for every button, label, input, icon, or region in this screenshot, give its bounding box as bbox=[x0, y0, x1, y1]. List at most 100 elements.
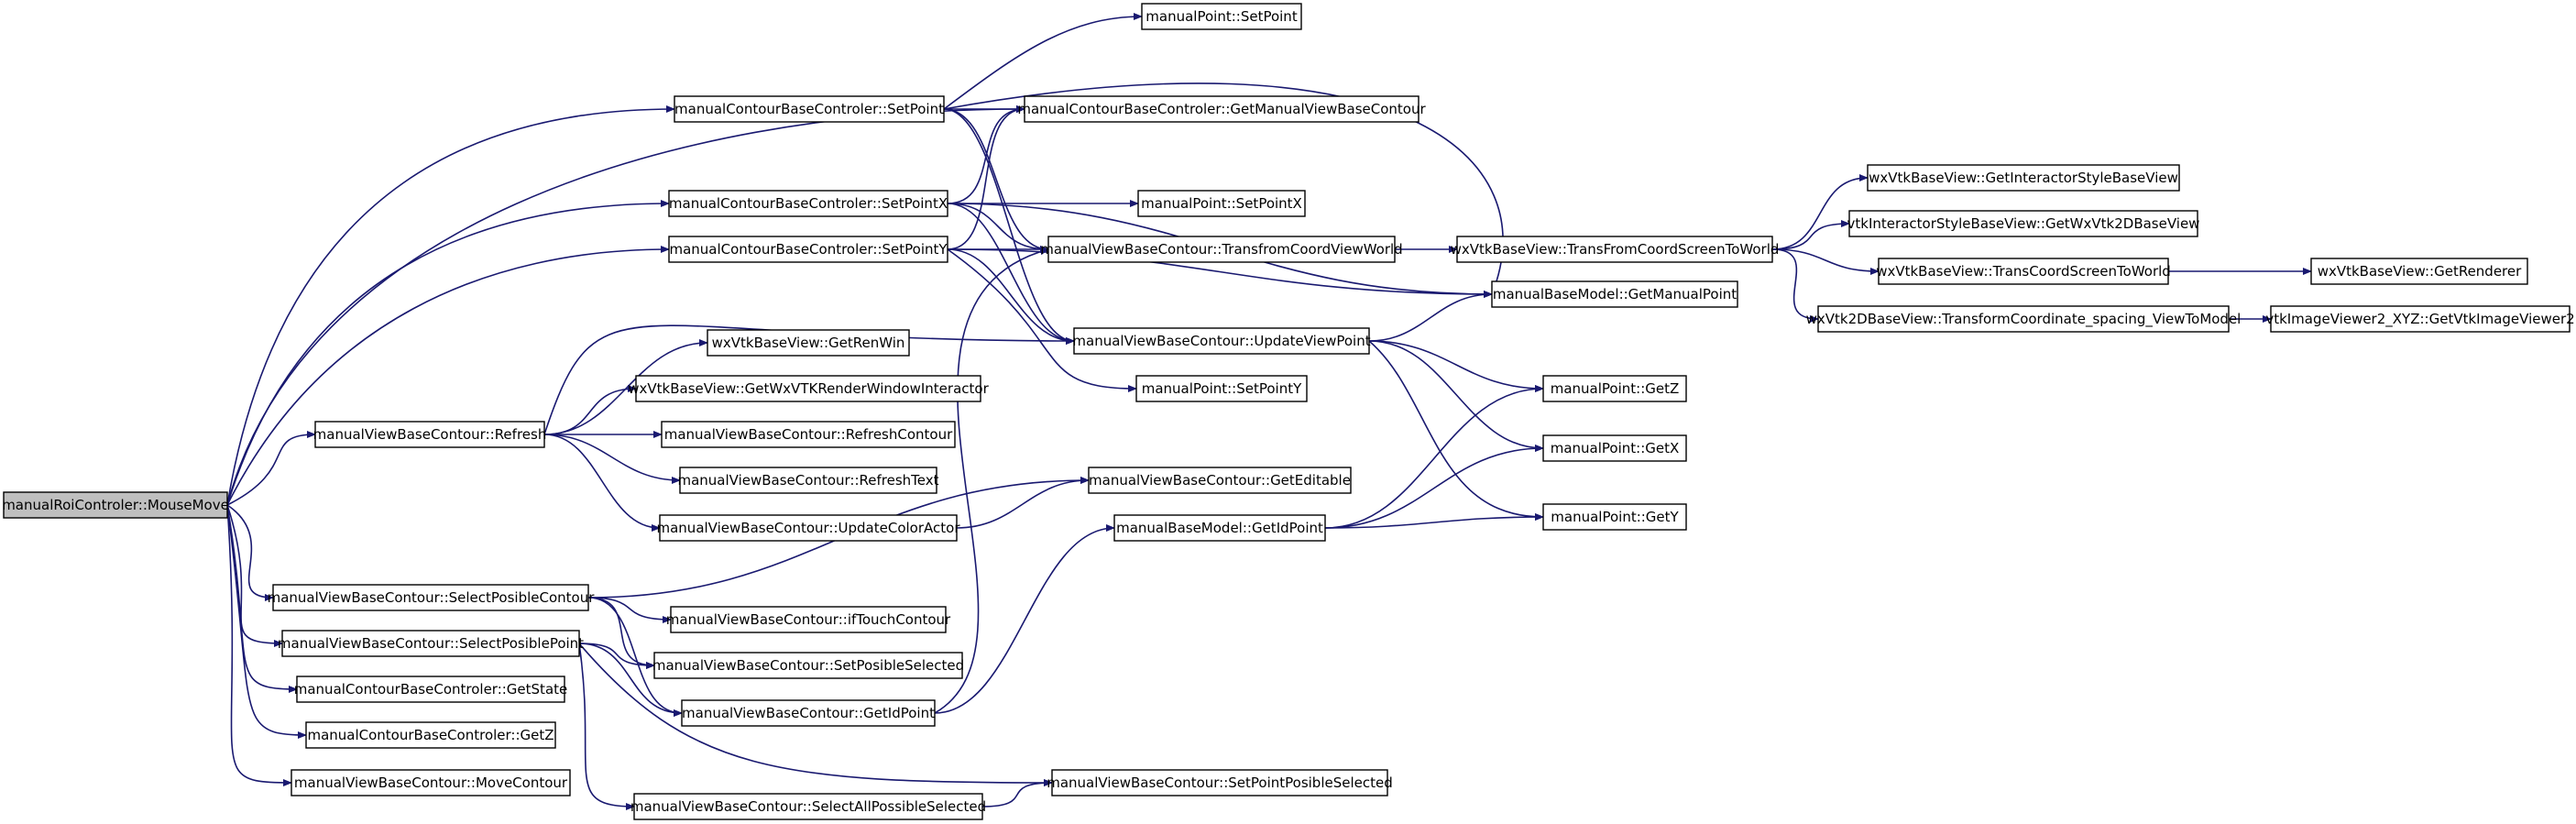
node-n8[interactable]: manualContourBaseControler::GetZ bbox=[305, 721, 556, 749]
node-n14[interactable]: manualViewBaseContour::UpdateColorActor bbox=[657, 514, 961, 542]
node-n11[interactable]: wxVtkBaseView::GetWxVTKRenderWindowInter… bbox=[628, 375, 990, 402]
node-n25[interactable]: manualViewBaseContour::GetEditable bbox=[1088, 467, 1352, 494]
node-n16[interactable]: manualViewBaseContour::SetPosibleSelecte… bbox=[652, 652, 964, 679]
node-n36[interactable]: wxVtk2DBaseView::TransformCoordinate_spa… bbox=[1806, 305, 2242, 333]
node-n33[interactable]: wxVtkBaseView::GetInteractorStyleBaseVie… bbox=[1867, 164, 2180, 192]
node-box[interactable] bbox=[290, 769, 571, 797]
node-box[interactable] bbox=[1817, 305, 2230, 333]
node-label: manualViewBaseContour::SelectPosiblePoin… bbox=[278, 635, 584, 652]
edge-n6-to-n27 bbox=[578, 643, 1053, 786]
node-box[interactable] bbox=[1051, 769, 1388, 797]
node-box[interactable] bbox=[1073, 327, 1370, 355]
node-box[interactable] bbox=[670, 606, 947, 633]
node-label: manualPoint::SetPointX bbox=[1141, 195, 1302, 212]
node-n19[interactable]: manualPoint::SetPoint bbox=[1141, 3, 1302, 30]
node-n34[interactable]: vtkInteractorStyleBaseView::GetWxVtk2DBa… bbox=[1847, 210, 2200, 237]
node-n13[interactable]: manualViewBaseContour::RefreshText bbox=[677, 467, 939, 494]
node-box[interactable] bbox=[1141, 3, 1302, 30]
node-label: manualViewBaseContour::Refresh bbox=[313, 426, 547, 443]
node-n22[interactable]: manualViewBaseContour::TransfromCoordVie… bbox=[1040, 236, 1403, 263]
node-n31[interactable]: manualPoint::GetX bbox=[1542, 434, 1687, 462]
node-box[interactable] bbox=[1867, 164, 2180, 192]
node-n30[interactable]: manualPoint::GetZ bbox=[1542, 375, 1687, 402]
node-n32[interactable]: manualPoint::GetY bbox=[1542, 503, 1687, 531]
node-box[interactable] bbox=[635, 375, 981, 402]
node-n10[interactable]: wxVtkBaseView::GetRenWin bbox=[707, 329, 910, 357]
node-box[interactable] bbox=[1542, 503, 1687, 531]
edge-n6-to-n16 bbox=[578, 643, 655, 669]
edge-n0-to-n4 bbox=[226, 431, 316, 506]
node-label: vtkInteractorStyleBaseView::GetWxVtk2DBa… bbox=[1847, 215, 2200, 232]
node-box[interactable] bbox=[681, 699, 936, 727]
node-n17[interactable]: manualViewBaseContour::GetIdPoint bbox=[681, 699, 936, 727]
node-box[interactable] bbox=[1047, 236, 1396, 263]
node-n35[interactable]: wxVtkBaseView::TransCoordScreenToWorld bbox=[1876, 258, 2171, 285]
node-n2[interactable]: manualContourBaseControler::SetPointX bbox=[668, 190, 948, 217]
node-label: manualBaseModel::GetIdPoint bbox=[1116, 520, 1323, 536]
node-box[interactable] bbox=[1878, 258, 2169, 285]
node-box[interactable] bbox=[1491, 280, 1738, 308]
node-box[interactable] bbox=[1024, 95, 1420, 123]
node-label: manualViewBaseContour::UpdateColorActor bbox=[657, 520, 961, 536]
node-n28[interactable]: wxVtkBaseView::TransFromCoordScreenToWor… bbox=[1451, 236, 1780, 263]
edge-n28-to-n35 bbox=[1771, 248, 1880, 275]
node-box[interactable] bbox=[668, 190, 948, 217]
node-label: wxVtkBaseView::TransCoordScreenToWorld bbox=[1876, 263, 2171, 280]
edge-n17-to-n22 bbox=[934, 247, 1049, 714]
edge-n26-to-n32 bbox=[1324, 513, 1544, 529]
node-label: manualPoint::GetX bbox=[1551, 440, 1680, 456]
edge-n23-to-n30 bbox=[1368, 340, 1544, 392]
node-n1[interactable]: manualContourBaseControler::SetPoint bbox=[674, 95, 945, 123]
node-n23[interactable]: manualViewBaseContour::UpdateViewPoint bbox=[1072, 327, 1371, 355]
node-n4[interactable]: manualViewBaseContour::Refresh bbox=[313, 421, 547, 448]
node-n26[interactable]: manualBaseModel::GetIdPoint bbox=[1113, 514, 1326, 542]
node-box[interactable] bbox=[296, 676, 565, 703]
node-box[interactable] bbox=[1542, 434, 1687, 462]
node-box[interactable] bbox=[661, 421, 956, 448]
node-n12[interactable]: manualViewBaseContour::RefreshContour bbox=[661, 421, 956, 448]
node-box[interactable] bbox=[1456, 236, 1773, 263]
node-label: manualContourBaseControler::GetManualVie… bbox=[1017, 101, 1426, 117]
node-n5[interactable]: manualViewBaseContour::SelectPosibleCont… bbox=[268, 584, 596, 611]
node-box[interactable] bbox=[674, 95, 945, 123]
node-box[interactable] bbox=[1542, 375, 1687, 402]
node-n38[interactable]: vtkImageViewer2_XYZ::GetVtkImageViewer2 bbox=[2265, 305, 2575, 333]
node-n6[interactable]: manualViewBaseContour::SelectPosiblePoin… bbox=[278, 630, 584, 657]
node-label: manualViewBaseContour::ifTouchContour bbox=[666, 611, 951, 628]
node-n29[interactable]: manualBaseModel::GetManualPoint bbox=[1491, 280, 1738, 308]
node-box[interactable] bbox=[305, 721, 556, 749]
node-box[interactable] bbox=[314, 421, 545, 448]
node-box[interactable] bbox=[1088, 467, 1352, 494]
node-n37[interactable]: wxVtkBaseView::GetRenderer bbox=[2310, 258, 2528, 285]
node-n20[interactable]: manualContourBaseControler::GetManualVie… bbox=[1017, 95, 1426, 123]
node-box[interactable] bbox=[1135, 375, 1308, 402]
edge-n2-to-n22 bbox=[947, 203, 1049, 253]
node-label: manualViewBaseContour::RefreshContour bbox=[664, 426, 953, 443]
node-box[interactable] bbox=[1113, 514, 1326, 542]
node-n18[interactable]: manualViewBaseContour::SelectAllPossible… bbox=[630, 793, 986, 820]
node-n15[interactable]: manualViewBaseContour::ifTouchContour bbox=[666, 606, 951, 633]
node-n24[interactable]: manualPoint::SetPointY bbox=[1135, 375, 1308, 402]
node-box[interactable] bbox=[2310, 258, 2528, 285]
node-box[interactable] bbox=[3, 491, 228, 519]
node-box[interactable] bbox=[707, 329, 910, 357]
node-n9[interactable]: manualViewBaseContour::MoveContour bbox=[290, 769, 571, 797]
node-box[interactable] bbox=[633, 793, 983, 820]
node-label: manualViewBaseContour::SelectAllPossible… bbox=[630, 798, 986, 815]
node-box[interactable] bbox=[2270, 305, 2571, 333]
edge-n6-to-n17 bbox=[578, 643, 683, 717]
node-box[interactable] bbox=[281, 630, 580, 657]
node-n21[interactable]: manualPoint::SetPointX bbox=[1137, 190, 1306, 217]
node-box[interactable] bbox=[659, 514, 958, 542]
node-box[interactable] bbox=[1137, 190, 1306, 217]
node-box[interactable] bbox=[668, 236, 948, 263]
node-n3[interactable]: manualContourBaseControler::SetPointY bbox=[668, 236, 948, 263]
node-box[interactable] bbox=[272, 584, 589, 611]
node-n7[interactable]: manualContourBaseControler::GetState bbox=[294, 676, 568, 703]
node-box[interactable] bbox=[653, 652, 963, 679]
node-n0[interactable]: manualRoiControler::MouseMove bbox=[2, 491, 229, 519]
node-box[interactable] bbox=[1848, 210, 2198, 237]
node-box[interactable] bbox=[679, 467, 937, 494]
node-label: manualViewBaseContour::GetIdPoint bbox=[682, 705, 935, 721]
node-n27[interactable]: manualViewBaseContour::SetPointPosibleSe… bbox=[1047, 769, 1393, 797]
